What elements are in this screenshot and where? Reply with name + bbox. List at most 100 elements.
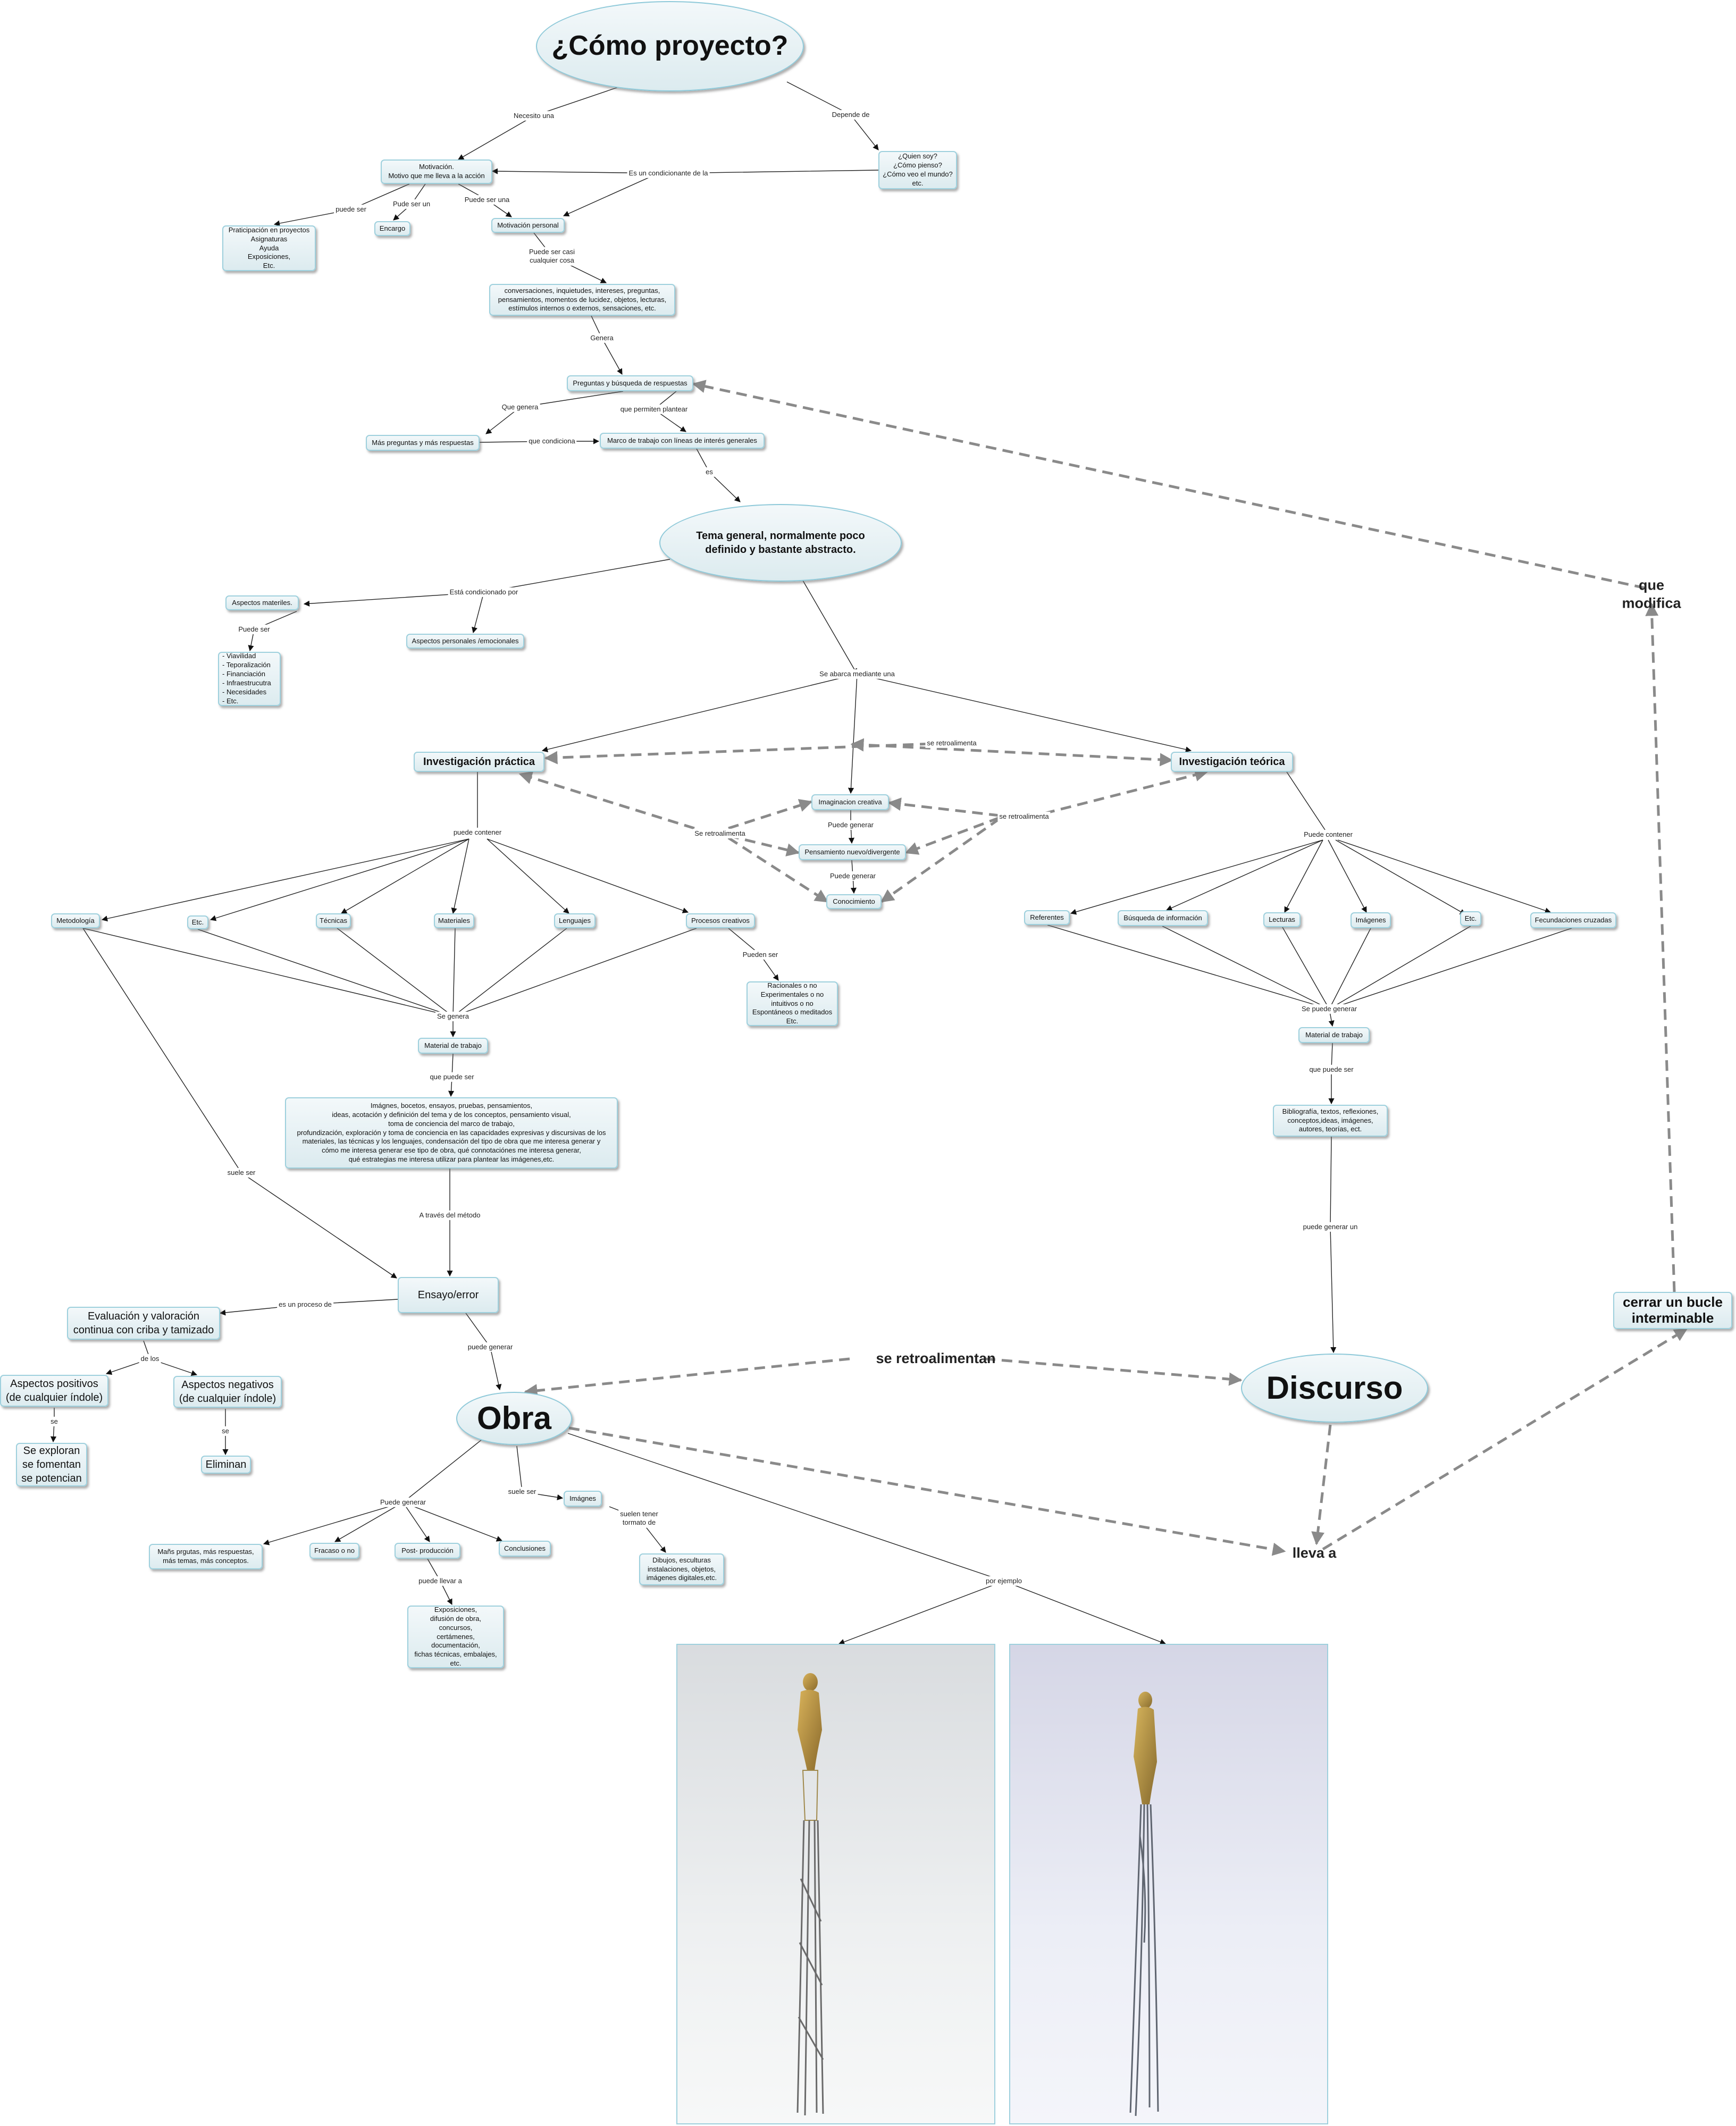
lecturas-node[interactable]: Lecturas (1263, 912, 1301, 927)
dashed-connector (692, 380, 1646, 590)
connector (303, 559, 670, 607)
sculpture-photo-2 (1009, 1644, 1328, 2124)
label-pueden-ser: Pueden ser (741, 949, 780, 960)
post-produccion-node[interactable]: Post- producción (395, 1543, 460, 1559)
label-lleva-a: lleva a (1292, 1545, 1337, 1561)
imagnes-obra-node[interactable]: Imágnes (564, 1491, 602, 1507)
connector (452, 928, 567, 1017)
connector (402, 1502, 430, 1542)
exposiciones-node[interactable]: Exposiciones, difusión de obra, concurso… (407, 1606, 504, 1668)
connector (209, 838, 469, 921)
connector (452, 928, 697, 1017)
label-que-puede-ser-teorica: que puede ser (1307, 1064, 1355, 1075)
label-se-1: se (49, 1416, 60, 1427)
investigacion-teorica-node[interactable]: Investigación teórica (1171, 752, 1293, 772)
conclusiones-node[interactable]: Conclusiones (499, 1541, 551, 1557)
investigacion-practica-node[interactable]: Investigación práctica (414, 752, 544, 772)
etc-teorica-node[interactable]: Etc. (1460, 911, 1481, 926)
discurso-node[interactable]: Discurso (1241, 1354, 1428, 1423)
dashed-connector (1322, 1327, 1688, 1551)
encargo-node[interactable]: Encargo (374, 221, 410, 236)
marco-node[interactable]: Marco de trabajo con líneas de interés g… (600, 433, 765, 449)
cerrar-bucle-node[interactable]: cerrar un bucle interminable (1613, 1292, 1732, 1329)
dashed-connector (544, 742, 948, 764)
etc-practica-node[interactable]: Etc. (187, 915, 208, 929)
referentes-node[interactable]: Referentes (1024, 910, 1070, 925)
connector (263, 1439, 482, 1545)
dashed-connector (518, 771, 695, 830)
imagenes-teorica-node[interactable]: Imágenes (1351, 912, 1391, 928)
label-condicionado: Está condicionado por (448, 587, 520, 598)
dashed-connector (904, 816, 1000, 855)
label-por-ejemplo: por ejemplo (984, 1576, 1024, 1586)
label-puede-generar-1: Puede generar (826, 820, 876, 830)
dashed-connector (728, 834, 800, 856)
connector (334, 1502, 404, 1542)
preguntas-node[interactable]: Preguntas y búsqueda de respuestas (567, 375, 693, 391)
label-puede-generar-o: Puede generar (378, 1497, 428, 1508)
connector (1329, 926, 1471, 1010)
material-trabajo-teorica-node[interactable]: Material de trabajo (1298, 1027, 1370, 1043)
label-casi: Puede ser casi cualquier cosa (527, 247, 576, 266)
metodologia-node[interactable]: Metodología (51, 913, 100, 928)
aspectos-materiales-node[interactable]: Aspectos materiles. (225, 595, 299, 610)
eliminan-node[interactable]: Eliminan (201, 1456, 251, 1474)
label-condicionante: Es un condicionante de la (627, 168, 710, 179)
connector (802, 580, 858, 675)
label-suele-ser-obra: suele ser (506, 1486, 538, 1497)
connector (1165, 839, 1323, 911)
participacion-node[interactable]: Praticipación en proyectos Asignaturas A… (222, 225, 316, 271)
bibliografia-node[interactable]: Bibliografía, textos, reflexiones, conce… (1273, 1105, 1388, 1137)
aspectos-personales-node[interactable]: Aspectos personales /emocionales (406, 634, 524, 649)
label-proceso: es un proceso de (277, 1299, 333, 1310)
aspectos-negativos-node[interactable]: Aspectos negativos (de cualquier índole) (173, 1376, 282, 1408)
quien-soy-node[interactable]: ¿Quien soy? ¿Cómo pienso? ¿Cómo veo el m… (878, 151, 957, 189)
connector (1003, 1581, 1167, 1645)
evaluacion-node[interactable]: Evaluación y valoración continua con cri… (67, 1307, 220, 1340)
mas-preguntas-node[interactable]: Más preguntas y más respuestas (366, 435, 480, 451)
pensamiento-node[interactable]: Pensamiento nuevo/divergente (799, 844, 906, 860)
connector (541, 674, 858, 753)
dashed-connector (850, 738, 1173, 767)
racionales-node[interactable]: Racionales o no Experimentales o no intu… (747, 981, 838, 1026)
tecnicas-node[interactable]: Técnicas (316, 913, 351, 928)
connector (485, 391, 624, 434)
label-traves: A través del método (417, 1210, 482, 1221)
obra-node[interactable]: Obra (456, 1392, 572, 1445)
connector (1284, 839, 1323, 913)
connector (1330, 1136, 1337, 1354)
label-se-retroalimentan: se retroalimentan (876, 1350, 996, 1367)
dibujos-node[interactable]: Dibujos, esculturas instalaciones, objet… (639, 1553, 724, 1585)
lenguajes-node[interactable]: Lenguajes (554, 913, 596, 928)
fecundaciones-node[interactable]: Fecundaciones cruzadas (1530, 912, 1616, 928)
imaginacion-node[interactable]: Imaginacion creativa (811, 794, 889, 810)
label-puede-generar-obra: puede generar (466, 1342, 515, 1352)
title-node[interactable]: ¿Cómo proyecto? (536, 1, 804, 91)
materiales-node[interactable]: Materiales (434, 913, 474, 928)
dashed-connector (524, 1357, 850, 1398)
motivacion-node[interactable]: Motivación. Motivo que me lleva a la acc… (381, 159, 492, 184)
connector (1329, 928, 1572, 1010)
motivacion-personal-node[interactable]: Motivación personal (491, 218, 565, 233)
label-puede-contener-teorica: Puede contener (1302, 829, 1354, 840)
connector (848, 674, 858, 794)
label-retro-left: Se retroalimenta (693, 828, 747, 839)
connector (451, 838, 469, 914)
connector (1162, 926, 1330, 1010)
ensayo-error-node[interactable]: Ensayo/error (398, 1277, 499, 1313)
tema-general-node[interactable]: Tema general, normalmente poco definido … (659, 504, 902, 582)
busqueda-node[interactable]: Búsqueda de información (1118, 910, 1208, 926)
se-exploran-node[interactable]: Se exploran se fomentan se potencian (16, 1443, 87, 1486)
conversaciones-node[interactable]: conversaciones, inquietudes, intereses, … (489, 284, 675, 316)
label-puede-ser: puede ser (334, 204, 368, 215)
procesos-creativos-node[interactable]: Procesos creativos (686, 913, 755, 928)
viavilidad-node[interactable]: - Viavilidad - Teporalización - Financia… (218, 652, 281, 706)
aspectos-positivos-node[interactable]: Aspectos positivos (de cualquier índole) (0, 1375, 108, 1407)
label-genera: Genera (589, 333, 615, 343)
imagenes-bocetos-node[interactable]: Imágnes, bocetos, ensayos, pruebas, pens… (285, 1097, 618, 1169)
fracaso-node[interactable]: Fracaso o no (309, 1543, 359, 1559)
material-trabajo-practica-node[interactable]: Material de trabajo (418, 1038, 488, 1054)
connector (487, 838, 569, 914)
conocimiento-node[interactable]: Conocimiento (826, 894, 882, 909)
mas-preguntas-obra-node[interactable]: Mañs prgutas, más respuestas, más temas,… (149, 1544, 263, 1569)
